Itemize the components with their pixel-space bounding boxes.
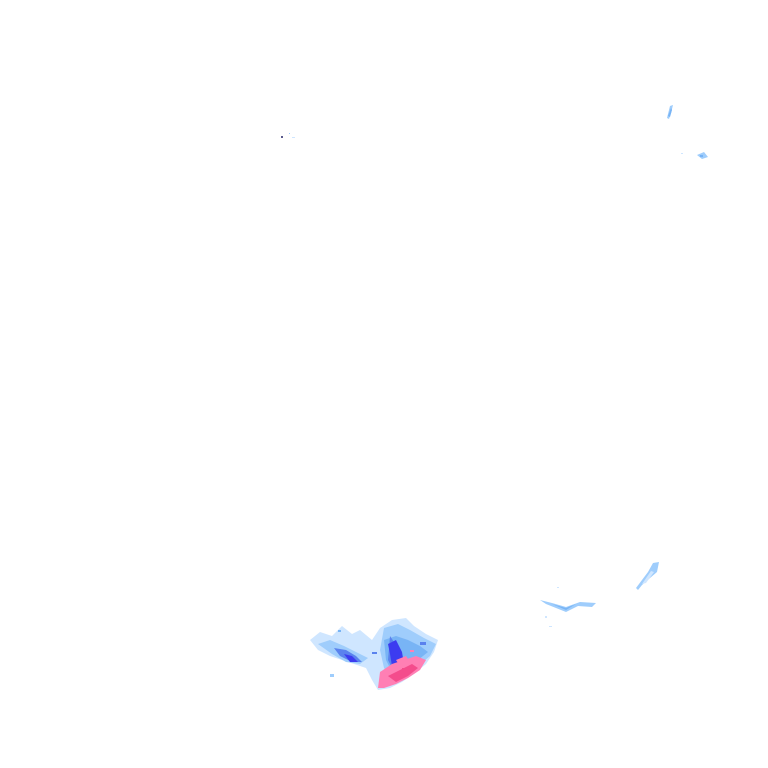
echo-cluster-southeast [540,562,659,627]
echo-cluster-northeast [667,105,708,159]
storm-cell-south [310,618,438,690]
echo-cluster-northwest [281,133,295,138]
